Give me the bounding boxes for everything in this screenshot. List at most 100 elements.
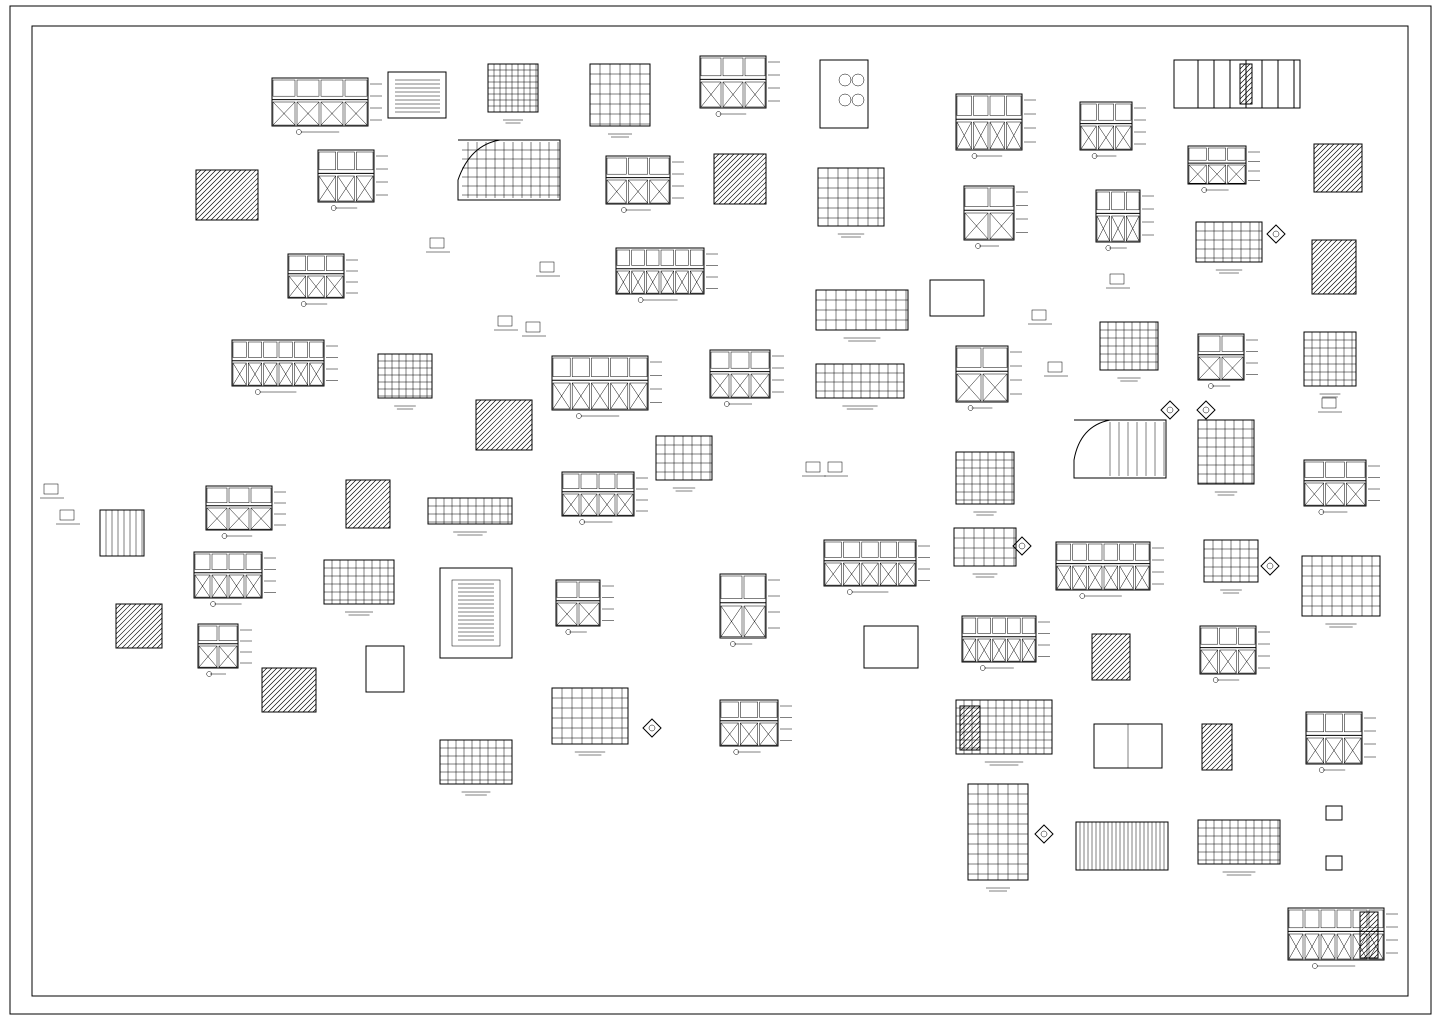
hatch-line: [505, 423, 533, 451]
section-marker: [1212, 677, 1219, 683]
lower-cabinet: [552, 382, 571, 410]
elevation-outline: [963, 185, 1015, 241]
hatch-line: [1313, 143, 1320, 150]
burner-icon: [851, 73, 865, 87]
lower-cabinet: [1088, 565, 1103, 590]
elevation-outline: [1055, 541, 1151, 591]
door-swing-mark: [320, 101, 344, 126]
hatch-line: [1363, 943, 1379, 959]
hatch-line: [1345, 175, 1363, 193]
door-swing-mark: [571, 382, 590, 410]
hatch-line: [1337, 275, 1357, 295]
door-swing-mark: [326, 275, 344, 298]
hatch-line: [261, 667, 283, 689]
upper-cabinet: [744, 57, 766, 77]
hatch-line: [1100, 650, 1131, 681]
elevation-outline: [955, 345, 1009, 403]
upper-cabinet: [307, 255, 325, 271]
upper-cabinet: [1320, 909, 1336, 929]
upper-cabinet: [562, 473, 580, 489]
hatch-line: [1359, 923, 1379, 943]
hatch-line: [277, 673, 317, 713]
hatch-line: [713, 153, 760, 200]
hatch-line: [1091, 633, 1098, 640]
hatch-line: [475, 399, 497, 421]
hatch-line: [525, 443, 533, 451]
hatch-line: [1091, 633, 1108, 650]
door-swing-mark: [206, 507, 228, 530]
lower-cabinet: [628, 179, 648, 204]
hatch-line: [959, 715, 981, 737]
hatch-line: [347, 485, 391, 529]
elevation-outline: [709, 349, 771, 399]
lower-cabinet: [690, 270, 704, 294]
lower-cabinet: [337, 175, 355, 202]
door-swing-mark: [1304, 482, 1324, 506]
lower-cabinet: [675, 270, 689, 294]
lower-cabinet: [228, 574, 245, 598]
plan-outline: [439, 739, 513, 785]
hatch-line: [215, 177, 259, 221]
door-swing-mark: [964, 212, 989, 240]
hatch-line: [475, 399, 522, 446]
compass-center: [648, 724, 656, 732]
upper-cabinet: [326, 255, 344, 271]
door-swing-mark: [580, 493, 598, 516]
detail-symbol: [1321, 397, 1337, 409]
section-marker: [847, 589, 853, 595]
hatch-line: [116, 603, 162, 649]
hatch-line: [195, 169, 222, 196]
upper-cabinet: [263, 341, 278, 358]
hatch-line: [261, 667, 293, 699]
detail-symbol: [429, 237, 445, 249]
hatch-line: [345, 479, 357, 491]
hatch-line: [1311, 240, 1357, 286]
hatch-line: [1350, 180, 1363, 193]
door-swing-mark: [1111, 215, 1125, 242]
lower-cabinet: [206, 507, 228, 530]
door-swing-mark: [1336, 933, 1352, 960]
hatch-line: [959, 710, 981, 732]
section-marker: [1105, 245, 1112, 251]
hatch-line: [965, 735, 981, 751]
door-swing-mark: [1115, 125, 1132, 150]
plan-outline: [863, 625, 919, 669]
elevation-outline: [1197, 333, 1245, 381]
hatch-line: [1311, 239, 1333, 261]
hatch-line: [261, 667, 273, 679]
door-swing-mark: [631, 270, 645, 294]
detail-symbol: [59, 509, 75, 521]
lower-cabinet: [861, 562, 879, 586]
lower-cabinet: [730, 373, 750, 398]
hatch-line: [1313, 143, 1355, 185]
lower-cabinet: [1227, 164, 1246, 184]
lower-cabinet: [722, 81, 744, 108]
door-swing-mark: [250, 507, 272, 530]
hatch-line: [1091, 633, 1123, 665]
door-swing-mark: [1368, 933, 1384, 960]
lower-cabinet: [288, 275, 306, 298]
hatch-line: [195, 169, 217, 191]
lower-cabinet: [320, 101, 344, 126]
lower-cabinet: [218, 645, 238, 668]
upper-cabinet: [1336, 909, 1352, 929]
hatch-line: [245, 207, 259, 221]
hatch-line: [475, 399, 517, 441]
hatch-line: [1244, 96, 1253, 105]
upper-cabinet: [356, 151, 374, 171]
lower-cabinet: [989, 212, 1014, 240]
hatch-line: [1327, 265, 1357, 295]
upper-cabinet: [660, 249, 674, 266]
upper-cabinet: [294, 341, 308, 358]
hatch-line: [1210, 748, 1233, 771]
door-swing-mark: [591, 382, 609, 410]
elevation-outline: [823, 539, 917, 587]
door-swing-mark: [743, 605, 766, 637]
upper-cabinet: [591, 357, 609, 377]
hatch-line: [1312, 250, 1357, 295]
hatch-line: [480, 399, 532, 451]
upper-cabinet: [1006, 95, 1022, 116]
lower-cabinet: [307, 275, 325, 298]
section-marker: [1312, 963, 1318, 969]
